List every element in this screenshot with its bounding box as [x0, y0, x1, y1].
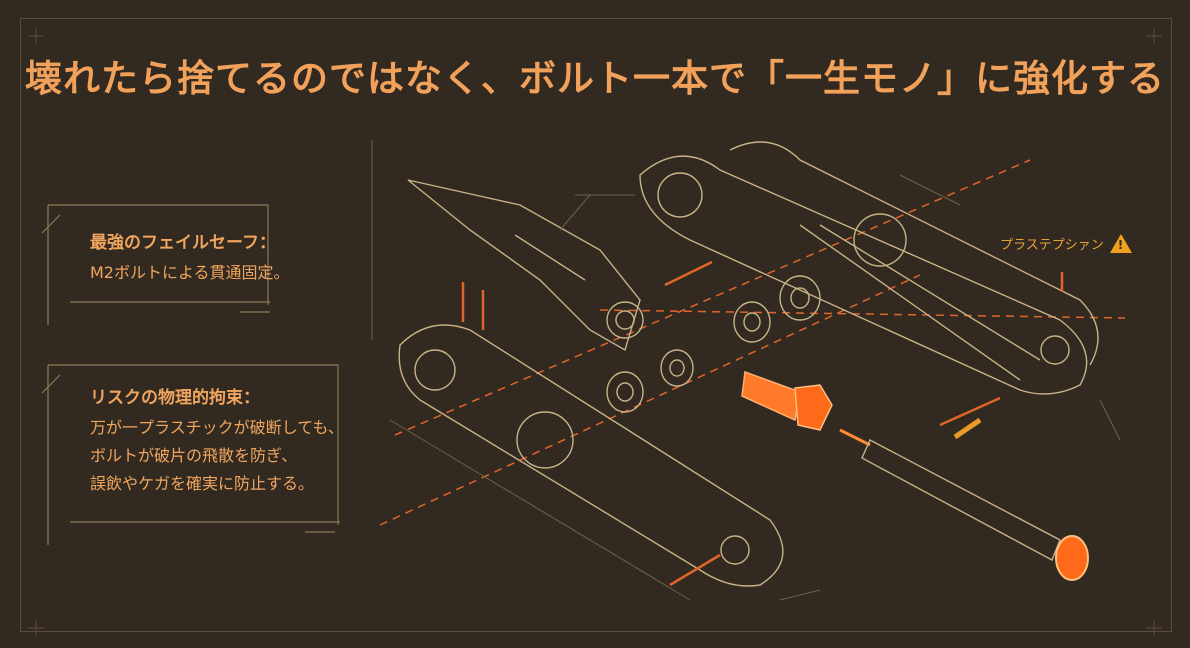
- corner-crosshairs: [28, 28, 1162, 636]
- m2-bolt: [741, 370, 833, 431]
- page-title: 壊れたら捨てるのではなく、ボルト一本で「一生モノ」に強化する: [25, 57, 1165, 100]
- card-line: ボルトが破片の飛散を防ぎ、: [90, 446, 298, 465]
- knife-blade: [407, 179, 644, 352]
- caution-label: プラステプシァン !: [1000, 234, 1132, 253]
- info-card-risk: リスクの物理的拘束： 万が一プラスチックが破断しても、 ボルトが破片の飛散を防ぎ…: [90, 383, 344, 498]
- screwdriver: [839, 428, 1089, 581]
- info-card-failsafe: 最強のフェイルセーフ： M2ボルトによる貫通固定。: [90, 228, 290, 287]
- handle-scale-right: [639, 141, 1099, 395]
- card-line: 誤飲やケガを確実に防止する。: [90, 474, 315, 493]
- assembly-axes: [379, 159, 1126, 526]
- warning-triangle-icon: !: [1109, 234, 1132, 253]
- caution-text: プラステプシァン: [1000, 238, 1104, 253]
- card-line: 万が一プラスチックが破断しても、: [90, 418, 344, 437]
- dimension-lines: [371, 140, 1121, 601]
- motion-arrows: [461, 260, 1064, 587]
- card-heading: 最強のフェイルセーフ：: [90, 233, 276, 253]
- spacers-washers: [606, 275, 821, 413]
- card-frames: [41, 204, 340, 545]
- card-heading: リスクの物理的拘束：: [90, 388, 260, 408]
- card-line: M2ボルトによる貫通固定。: [90, 263, 290, 282]
- handle-scale-left: [398, 324, 784, 587]
- blueprint-frame: [20, 18, 1172, 632]
